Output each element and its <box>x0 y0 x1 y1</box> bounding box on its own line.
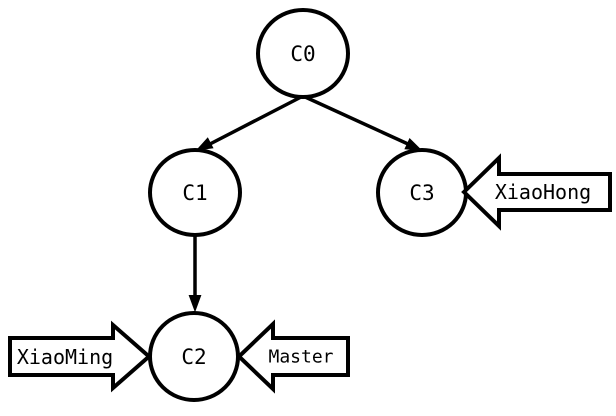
edge-c1-to-c2 <box>188 236 202 313</box>
block-arrow-left-icon <box>236 319 350 394</box>
pointer-label: XiaoHong <box>495 180 591 204</box>
node-label: C1 <box>182 181 207 205</box>
node-c2: C2 <box>148 311 240 402</box>
pointer-xiaohong: XiaoHong <box>461 153 612 231</box>
block-arrow-left-icon <box>461 153 612 231</box>
node-label: C0 <box>290 42 315 66</box>
edge-line <box>209 94 304 146</box>
node-label: C2 <box>181 345 206 369</box>
node-c1: C1 <box>148 148 242 237</box>
pointer-label: Master <box>268 347 333 368</box>
node-label: C3 <box>409 181 434 205</box>
edge-line <box>302 94 409 146</box>
node-circle <box>148 148 242 237</box>
pointer-master: Master <box>236 319 350 394</box>
node-c3: C3 <box>376 148 468 237</box>
node-circle <box>256 8 350 99</box>
pointer-label: XiaoMing <box>17 345 113 369</box>
pointer-xiaoming: XiaoMing <box>8 320 153 393</box>
arrowhead-icon <box>188 295 202 313</box>
edge-c0-to-c3 <box>302 94 423 151</box>
block-arrow-right-icon <box>8 320 153 393</box>
node-c0: C0 <box>256 8 350 99</box>
edge-c0-to-c1 <box>195 94 304 151</box>
